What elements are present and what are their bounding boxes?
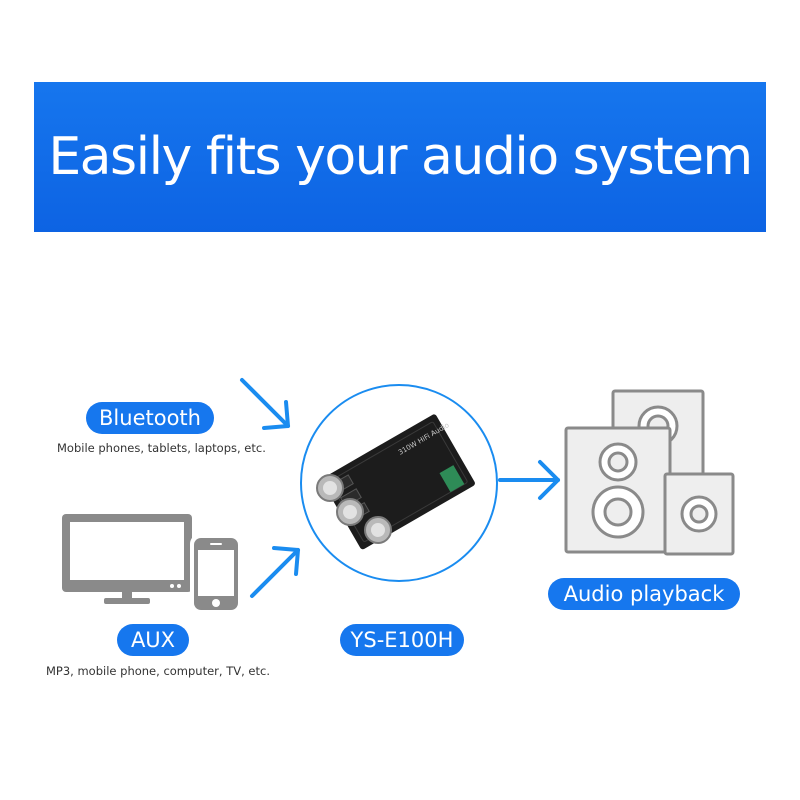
- speaker-icon: [564, 389, 735, 556]
- bluetooth-label: Bluetooth: [86, 402, 214, 434]
- smartphone-icon: [190, 534, 242, 614]
- bluetooth-caption: Mobile phones, tablets, laptops, etc.: [57, 441, 266, 455]
- aux-label: AUX: [117, 624, 189, 656]
- arrow-up-right-icon: [250, 546, 300, 598]
- knob-3: [364, 516, 392, 544]
- arrow-right-icon: [498, 460, 560, 500]
- banner-title: Easily fits your audio system: [48, 127, 753, 187]
- audio-playback-label: Audio playback: [548, 578, 740, 610]
- amplifier-board: 310W HiFi Audio: [300, 384, 498, 582]
- device-label: YS-E100H: [340, 624, 464, 656]
- arrow-down-right-icon: [240, 378, 290, 430]
- aux-caption: MP3, mobile phone, computer, TV, etc.: [46, 664, 270, 678]
- knob-2: [336, 498, 364, 526]
- monitor-icon: [62, 514, 192, 604]
- knob-1: [316, 474, 344, 502]
- header-banner: Easily fits your audio system: [34, 82, 766, 232]
